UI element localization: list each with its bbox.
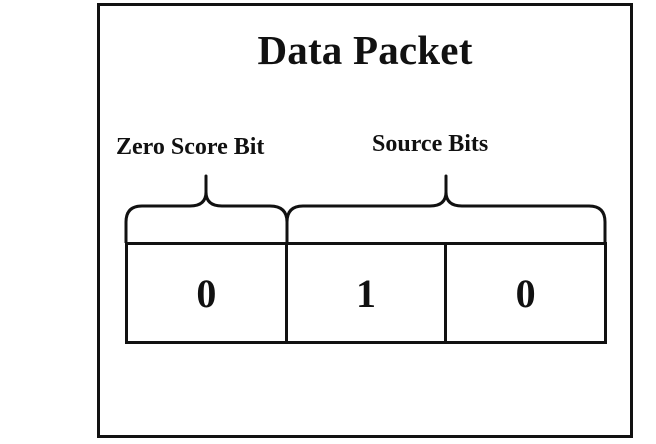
packet-frame bbox=[97, 3, 633, 438]
source-bits-brace bbox=[285, 174, 607, 243]
source-bit-1-cell: 1 bbox=[284, 245, 445, 341]
source-bits-label: Source Bits bbox=[372, 131, 489, 157]
bits-row: 0 1 0 bbox=[125, 242, 607, 344]
zero-score-bit-cell: 0 bbox=[196, 270, 217, 316]
diagram-title: Data Packet bbox=[257, 27, 473, 73]
source-bit-2-cell: 0 bbox=[444, 245, 604, 341]
zero-score-brace bbox=[124, 174, 289, 243]
zero-score-bit-label: Zero Score Bit bbox=[116, 134, 265, 160]
